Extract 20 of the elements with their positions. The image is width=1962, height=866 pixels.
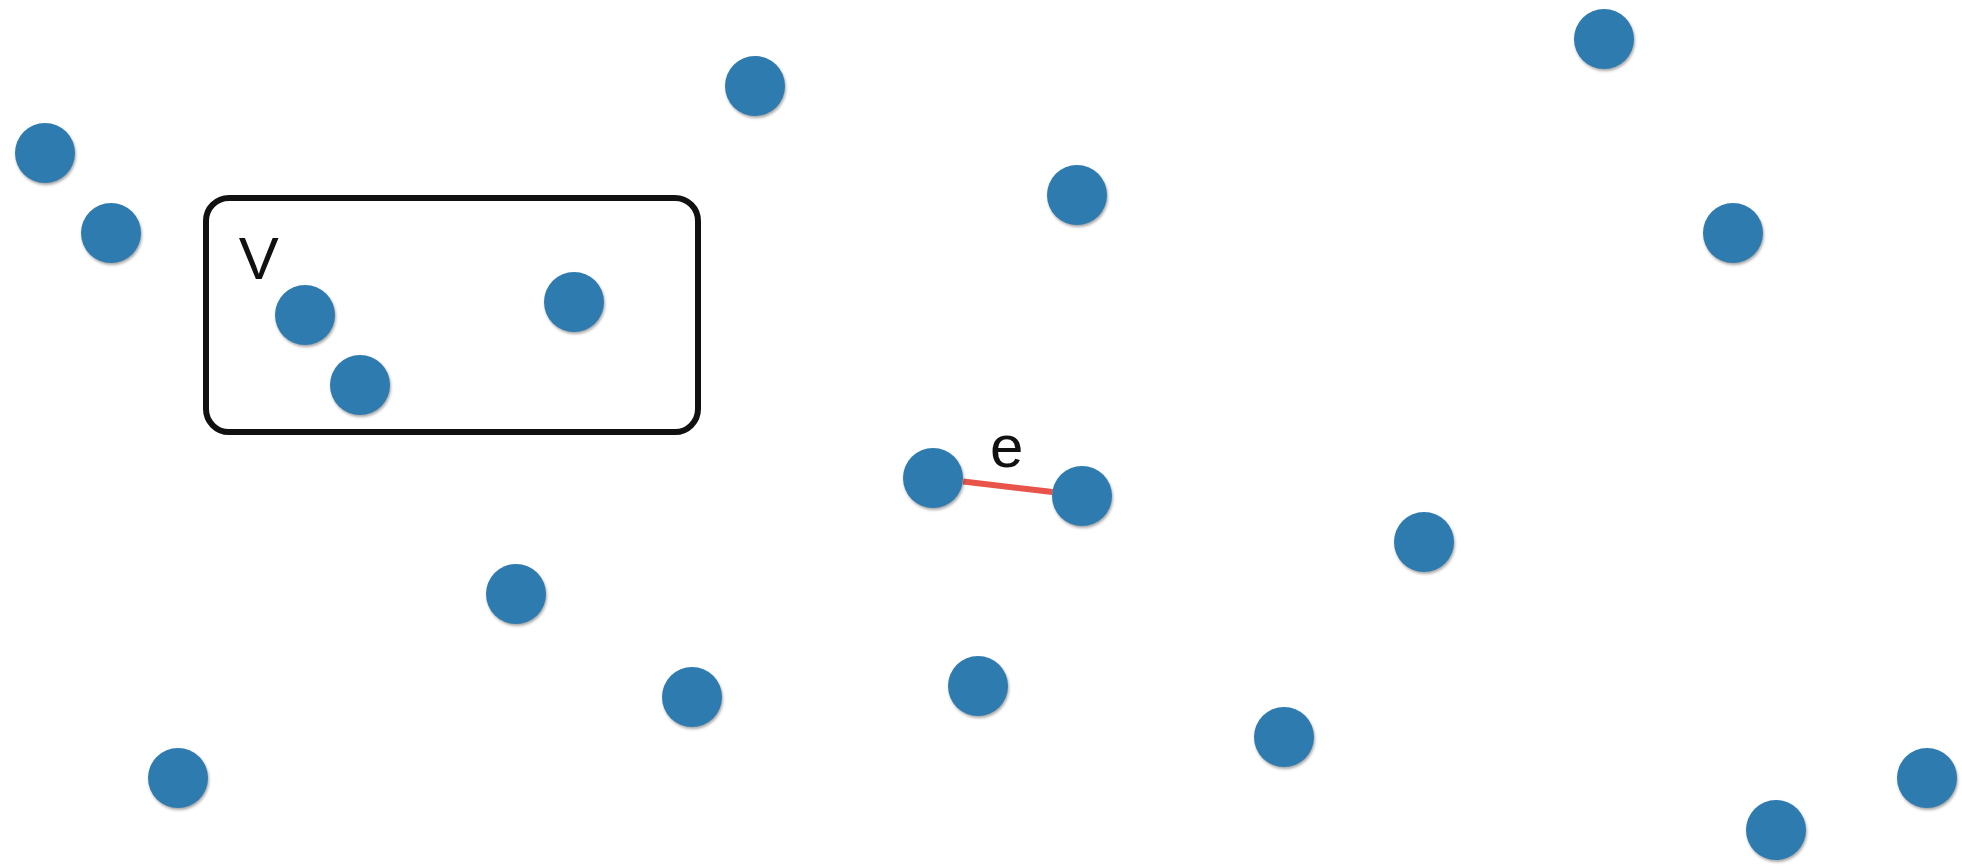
node-circle	[1574, 8, 1635, 69]
set-label: V	[238, 229, 279, 290]
node-circle	[948, 655, 1009, 716]
node-circle	[1703, 202, 1763, 263]
edge-label: e	[989, 416, 1024, 477]
node-circle	[147, 748, 208, 809]
node-circle	[330, 355, 391, 416]
node-circle	[1047, 165, 1108, 226]
group-box	[202, 195, 701, 436]
node-circle	[1896, 748, 1957, 809]
node-circle	[724, 56, 785, 117]
edge-line	[962, 478, 1053, 495]
node-circle	[81, 202, 142, 263]
node-circle	[275, 285, 336, 346]
node-circle	[1052, 465, 1113, 526]
node-circle	[903, 448, 964, 508]
node-circle	[485, 564, 546, 625]
node-circle	[15, 122, 76, 183]
node-circle	[1253, 707, 1314, 767]
node-circle	[544, 271, 605, 332]
